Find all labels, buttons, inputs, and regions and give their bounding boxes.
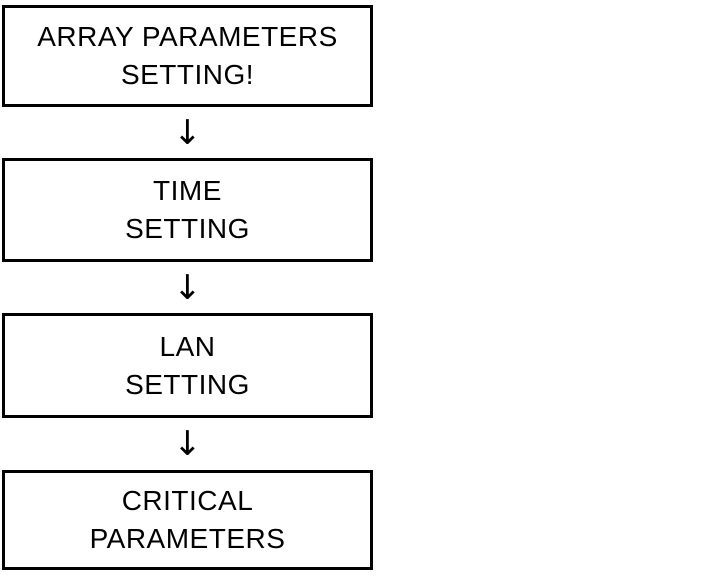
node-label-line: SETTING bbox=[125, 368, 250, 400]
node-label-line: SETTING! bbox=[120, 59, 255, 90]
node-label-line: ARRAY PARAMETERS bbox=[37, 21, 338, 52]
node-array-parameters-setting: ARRAY PARAMETERS SETTING! bbox=[2, 5, 373, 107]
down-arrow-icon: ↓ bbox=[173, 424, 202, 464]
node-critical-parameters: CRITICAL PARAMETERS bbox=[2, 470, 373, 570]
node-label-line: LAN bbox=[159, 330, 216, 362]
down-arrow-icon: ↓ bbox=[173, 267, 202, 308]
node-label-line: TIME bbox=[153, 175, 222, 206]
node-time-setting: TIME SETTING bbox=[2, 158, 373, 262]
node-label-line: SETTING bbox=[125, 213, 250, 244]
node-label-line: CRITICAL bbox=[121, 485, 254, 516]
node-lan-setting: LAN SETTING bbox=[2, 313, 373, 418]
node-label-line: PARAMETERS bbox=[89, 523, 286, 554]
down-arrow-icon: ↓ bbox=[173, 112, 202, 153]
